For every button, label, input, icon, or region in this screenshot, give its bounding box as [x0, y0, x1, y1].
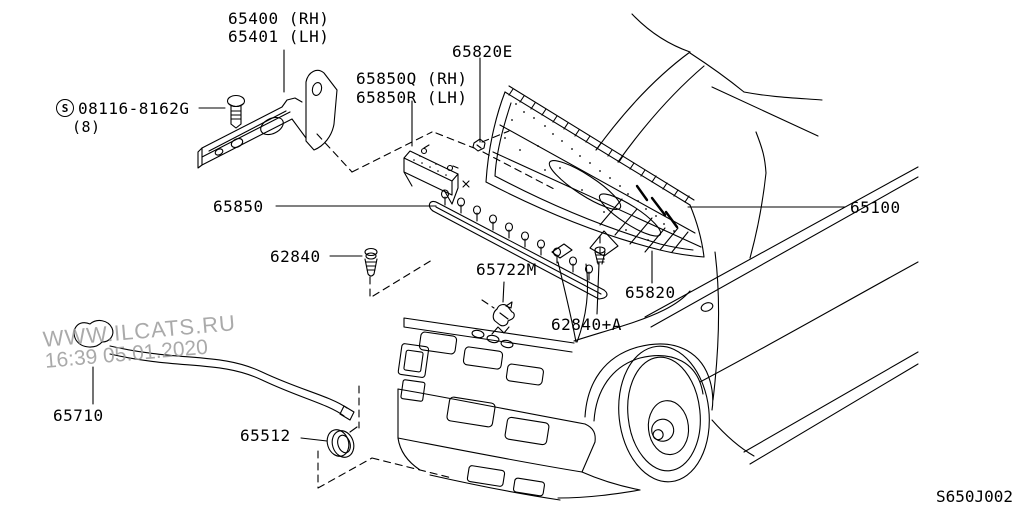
part-label-65850[interactable]: 65850	[213, 197, 264, 216]
grommet-drawing	[326, 426, 358, 458]
leader-lines	[92, 49, 846, 442]
front-wheel-drawing	[584, 343, 755, 483]
release-cable-drawing	[73, 319, 355, 421]
clip-62840a-drawing	[594, 246, 606, 265]
part-label-65722m[interactable]: 65722M	[476, 260, 537, 279]
clip-62840-drawing	[364, 247, 378, 277]
seal-strip-front-drawing	[428, 189, 608, 300]
part-label-65850r-lh[interactable]: 65850R (LH)	[356, 88, 468, 107]
hood-insulator-drawing	[492, 102, 702, 259]
part-label-65710[interactable]: 65710	[53, 406, 104, 425]
vehicle-body-drawing	[557, 13, 919, 465]
hood-panel-drawing	[485, 85, 705, 258]
part-label-65400-rh[interactable]: 65400 (RH)	[228, 9, 330, 28]
diagram-code: S650J002	[936, 487, 1014, 506]
part-label-65512[interactable]: 65512	[240, 426, 291, 445]
hood-edge-hatch	[508, 88, 690, 203]
part-label-65850q-rh[interactable]: 65850Q (RH)	[356, 69, 468, 88]
clip-65820e-drawing	[472, 138, 486, 152]
hinge-bolt-drawing	[226, 94, 246, 129]
part-label-08116-8162g[interactable]: S 08116-8162G	[56, 99, 189, 117]
bolt-part-number[interactable]: 08116-8162G	[78, 98, 190, 118]
part-label-62840a[interactable]: 62840+A	[551, 315, 622, 334]
phantom-outline-dashed	[316, 130, 601, 489]
seal-clip-studs	[440, 189, 594, 281]
seal-strip-side-drawing	[403, 144, 470, 205]
front-grille-bumper-drawing	[397, 317, 641, 501]
part-label-65401-lh[interactable]: 65401 (LH)	[228, 27, 330, 46]
part-label-62840[interactable]: 62840	[270, 247, 321, 266]
bolt-quantity: (8)	[72, 118, 101, 136]
hood-hinge-bracket-drawing	[197, 69, 338, 169]
part-label-65820[interactable]: 65820	[625, 283, 676, 302]
clip-65722m-drawing	[491, 301, 515, 335]
circled-s-icon: S	[56, 99, 74, 117]
part-label-65820e[interactable]: 65820E	[452, 42, 513, 61]
part-label-65100[interactable]: 65100	[850, 198, 901, 217]
